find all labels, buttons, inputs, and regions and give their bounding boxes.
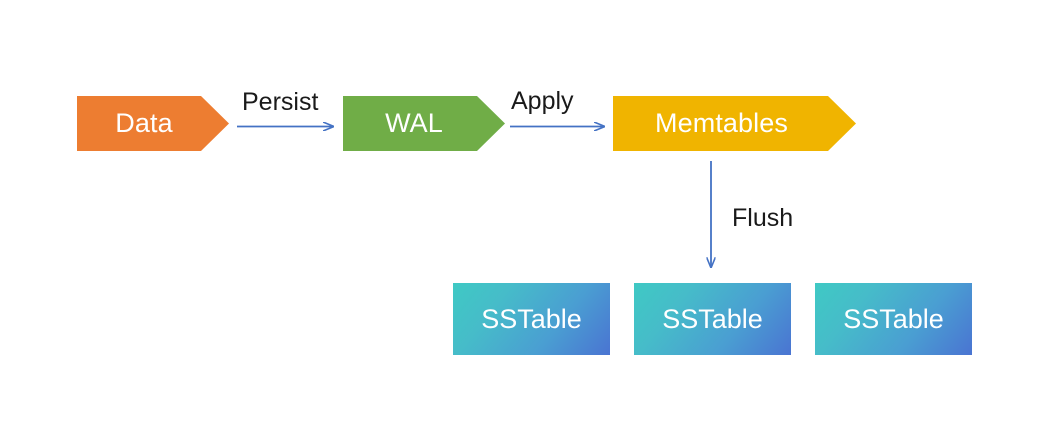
memtables-chevron-shape — [613, 96, 856, 151]
sstable-3-fill — [815, 283, 972, 355]
node-wal[interactable]: WAL — [343, 96, 505, 151]
sstable-2-fill — [634, 283, 791, 355]
node-sstable-3-label: SSTable — [843, 303, 944, 334]
edge-label-flush: Flush — [732, 204, 794, 232]
node-data-label: Data — [115, 108, 173, 138]
wal-chevron-shape — [343, 96, 505, 151]
node-memtables-label: Memtables — [655, 108, 788, 138]
node-wal-label: WAL — [385, 108, 443, 138]
node-data[interactable]: Data — [77, 96, 229, 151]
edge-label-apply: Apply — [511, 87, 574, 115]
node-sstable-1-label: SSTable — [481, 303, 582, 334]
node-sstable-3[interactable]: SSTable — [815, 283, 972, 355]
node-sstable-2-label: SSTable — [662, 303, 763, 334]
data-chevron-shape — [77, 96, 229, 151]
node-memtables[interactable]: Memtables — [613, 96, 856, 151]
node-sstable-1[interactable]: SSTable — [453, 283, 610, 355]
node-sstable-2[interactable]: SSTable — [634, 283, 791, 355]
sstable-1-fill — [453, 283, 610, 355]
edge-label-persist: Persist — [242, 88, 319, 116]
